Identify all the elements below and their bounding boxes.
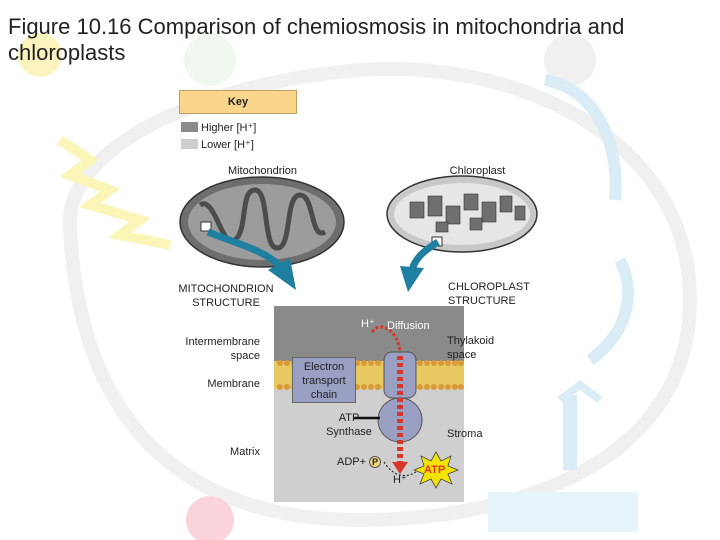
atp-synthase-label: ATP Synthase: [326, 412, 372, 438]
high-h-region: [274, 306, 464, 361]
intermembrane-space-label: Intermembrane space: [185, 336, 260, 362]
h-plus-bottom-label: H⁺: [393, 474, 407, 486]
mitochondrion-label: Mitochondrion: [227, 165, 298, 177]
chloro-zoom-arrowhead: [400, 266, 424, 292]
key-higher-row: Higher [H⁺]: [181, 122, 256, 134]
diffusion-label: Diffusion: [387, 320, 430, 332]
atp-burst: [412, 451, 460, 489]
atp-label: ATP: [424, 464, 446, 476]
chloroplast-label: Chloroplast: [449, 165, 506, 177]
stroma-label: Stroma: [447, 428, 483, 440]
proton-channel-arrowhead: [392, 462, 408, 474]
key-higher-swatch: [181, 122, 198, 132]
key-lower-swatch: [181, 139, 198, 149]
h-plus-top-label: H⁺: [361, 318, 375, 330]
chloro-structure-label: CHLOROPLAST STRUCTURE: [448, 281, 530, 307]
faded-background: [18, 33, 698, 540]
membrane-label: Membrane: [207, 378, 260, 390]
figure-title: Figure 10.16 Comparison of chemiosmosis …: [8, 14, 625, 65]
thylakoid-space-label: Thylakoid space: [447, 335, 495, 361]
key-lower-row: Lower [H⁺]: [181, 139, 254, 151]
key-heading: Key: [179, 90, 297, 114]
key-higher-label: Higher [H⁺]: [201, 122, 257, 134]
mitochondrion-illustration: [179, 176, 345, 268]
phosphate-icon: P: [369, 456, 381, 468]
adp-label: ADP+: [337, 456, 367, 468]
chloroplast-illustration: [386, 175, 538, 253]
matrix-label: Matrix: [230, 446, 260, 458]
electron-transport-chain: Electron transport chain: [292, 357, 356, 403]
key-lower-label: Lower [H⁺]: [201, 139, 254, 151]
mito-structure-label: MITOCHONDRION STRUCTURE: [178, 283, 274, 309]
mito-zoom-arrow: [206, 228, 285, 271]
mito-zoom-arrowhead: [268, 258, 296, 290]
